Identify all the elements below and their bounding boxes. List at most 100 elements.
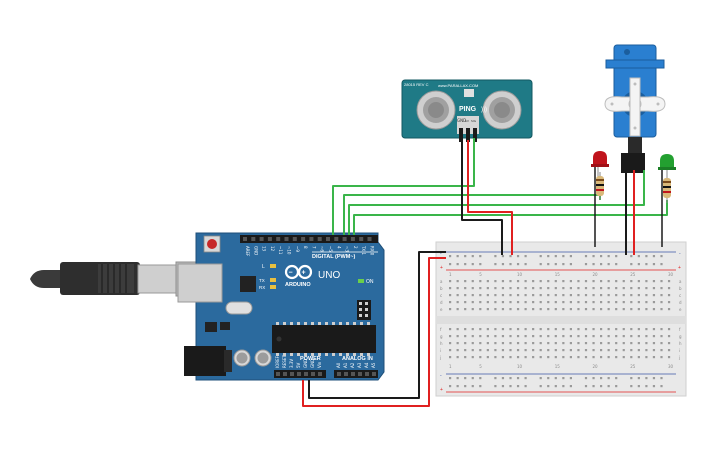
breadboard-hole[interactable] (464, 349, 467, 352)
breadboard-hole[interactable] (569, 301, 572, 304)
breadboard-hole[interactable] (622, 356, 625, 359)
breadboard-hole[interactable] (615, 294, 618, 297)
breadboard-hole[interactable] (592, 294, 595, 297)
breadboard-hole[interactable] (501, 308, 505, 311)
breadboard-hole[interactable] (622, 349, 625, 352)
breadboard-hole[interactable] (630, 328, 633, 331)
header-pin[interactable] (326, 237, 330, 241)
breadboard-hole[interactable] (584, 377, 588, 380)
breadboard-hole[interactable] (660, 335, 663, 338)
header-pin[interactable] (334, 237, 339, 241)
header-pin[interactable] (276, 372, 280, 376)
breadboard-hole[interactable] (486, 342, 489, 345)
header-pin[interactable] (342, 237, 347, 241)
header-pin[interactable] (243, 237, 247, 241)
breadboard-hole[interactable] (464, 308, 467, 311)
breadboard-hole[interactable] (532, 335, 535, 338)
breadboard-hole[interactable] (449, 356, 452, 359)
breadboard-hole[interactable] (645, 342, 648, 345)
breadboard-hole[interactable] (622, 328, 625, 331)
breadboard-hole[interactable] (637, 342, 640, 345)
breadboard-hole[interactable] (516, 294, 520, 297)
breadboard-hole[interactable] (630, 377, 633, 380)
breadboard-hole[interactable] (471, 328, 474, 331)
breadboard-hole[interactable] (494, 342, 497, 345)
breadboard-hole[interactable] (464, 385, 467, 388)
breadboard-hole[interactable] (637, 385, 640, 388)
breadboard-hole[interactable] (667, 287, 671, 290)
breadboard-hole[interactable] (501, 301, 505, 304)
breadboard-hole[interactable] (479, 356, 482, 359)
breadboard-hole[interactable] (577, 349, 580, 352)
breadboard-hole[interactable] (667, 356, 671, 359)
breadboard-hole[interactable] (479, 255, 482, 258)
breadboard-hole[interactable] (524, 263, 527, 266)
breadboard-hole[interactable] (562, 294, 565, 297)
breadboard-hole[interactable] (600, 263, 603, 266)
breadboard-hole[interactable] (494, 349, 497, 352)
header-pin[interactable] (311, 372, 315, 376)
breadboard-hole[interactable] (667, 349, 671, 352)
breadboard-hole[interactable] (569, 308, 572, 311)
breadboard-hole[interactable] (524, 342, 527, 345)
breadboard-hole[interactable] (486, 294, 489, 297)
breadboard-hole[interactable] (516, 280, 520, 283)
breadboard-hole[interactable] (630, 356, 633, 359)
header-pin[interactable] (297, 372, 301, 376)
breadboard-hole[interactable] (607, 301, 610, 304)
breadboard-hole[interactable] (645, 287, 648, 290)
breadboard-hole[interactable] (449, 342, 452, 345)
breadboard-hole[interactable] (645, 335, 648, 338)
breadboard-hole[interactable] (622, 335, 625, 338)
breadboard-hole[interactable] (486, 349, 489, 352)
breadboard-hole[interactable] (600, 385, 603, 388)
breadboard-hole[interactable] (584, 263, 588, 266)
usb-cable[interactable] (30, 261, 199, 297)
breadboard-hole[interactable] (456, 294, 459, 297)
breadboard-hole[interactable] (652, 356, 656, 359)
breadboard-hole[interactable] (667, 335, 671, 338)
breadboard-hole[interactable] (577, 335, 580, 338)
breadboard-hole[interactable] (554, 349, 557, 352)
breadboard-hole[interactable] (615, 335, 618, 338)
breadboard-hole[interactable] (449, 287, 452, 290)
header-pin[interactable] (351, 372, 355, 376)
breadboard-hole[interactable] (569, 328, 572, 331)
breadboard-hole[interactable] (622, 301, 625, 304)
breadboard-hole[interactable] (652, 287, 656, 290)
breadboard-hole[interactable] (494, 263, 497, 266)
breadboard-hole[interactable] (524, 280, 527, 283)
breadboard-hole[interactable] (562, 385, 565, 388)
breadboard-hole[interactable] (456, 342, 459, 345)
breadboard-hole[interactable] (569, 356, 572, 359)
breadboard-hole[interactable] (494, 255, 497, 258)
breadboard-hole[interactable] (547, 255, 550, 258)
breadboard-hole[interactable] (471, 301, 474, 304)
breadboard-hole[interactable] (464, 294, 467, 297)
breadboard-hole[interactable] (615, 308, 618, 311)
breadboard-hole[interactable] (562, 377, 565, 380)
breadboard-hole[interactable] (660, 349, 663, 352)
breadboard-hole[interactable] (562, 356, 565, 359)
breadboard-hole[interactable] (554, 335, 557, 338)
breadboard-hole[interactable] (547, 308, 550, 311)
breadboard-hole[interactable] (456, 356, 459, 359)
breadboard-hole[interactable] (532, 301, 535, 304)
breadboard-hole[interactable] (516, 328, 520, 331)
breadboard-hole[interactable] (615, 255, 618, 258)
breadboard-hole[interactable] (479, 335, 482, 338)
breadboard-hole[interactable] (652, 308, 656, 311)
breadboard-hole[interactable] (600, 356, 603, 359)
breadboard-hole[interactable] (532, 342, 535, 345)
breadboard-hole[interactable] (592, 342, 595, 345)
header-pin[interactable] (358, 372, 362, 376)
breadboard-hole[interactable] (494, 328, 497, 331)
breadboard-hole[interactable] (509, 342, 512, 345)
breadboard-hole[interactable] (547, 280, 550, 283)
breadboard-hole[interactable] (562, 308, 565, 311)
breadboard-hole[interactable] (539, 308, 542, 311)
breadboard-hole[interactable] (539, 377, 542, 380)
breadboard-hole[interactable] (524, 301, 527, 304)
header-pin[interactable] (284, 237, 289, 241)
breadboard-hole[interactable] (645, 349, 648, 352)
